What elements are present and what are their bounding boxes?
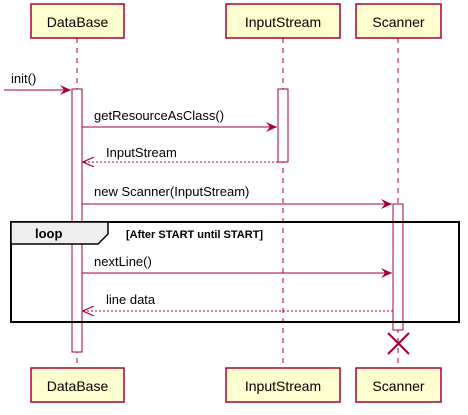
activation-database xyxy=(71,88,83,353)
participant-inputstream-top: InputStream xyxy=(225,3,341,39)
message-line-data: line data xyxy=(83,292,393,311)
loop-frame: loop [After START until START] xyxy=(10,221,460,323)
loop-guard: [After START until START] xyxy=(126,229,263,241)
message-new-scanner: new Scanner(InputStream) xyxy=(82,184,392,209)
message-get-resource-label: getResourceAsClass() xyxy=(94,108,224,123)
message-return-inputstream: InputStream xyxy=(83,145,278,162)
participant-database-top: DataBase xyxy=(30,3,125,39)
participant-scanner-top: Scanner xyxy=(355,3,442,39)
destroy-icon xyxy=(387,332,410,355)
loop-keyword: loop xyxy=(35,226,62,241)
participant-database-label: DataBase xyxy=(47,14,109,30)
activation-scanner xyxy=(392,203,404,331)
participant-database-label-bottom: DataBase xyxy=(47,378,109,394)
participant-scanner-label: Scanner xyxy=(372,14,424,30)
participant-scanner-bottom: Scanner xyxy=(355,367,442,403)
message-next-line: nextLine() xyxy=(82,254,392,278)
participant-database-bottom: DataBase xyxy=(30,367,125,403)
participant-inputstream-bottom: InputStream xyxy=(225,367,341,403)
participant-inputstream-label-bottom: InputStream xyxy=(245,378,321,394)
message-new-scanner-label: new Scanner(InputStream) xyxy=(94,184,249,199)
message-return-inputstream-label: InputStream xyxy=(106,145,177,160)
message-init-label: init() xyxy=(11,71,36,86)
participant-inputstream-label: InputStream xyxy=(245,14,321,30)
message-line-data-label: line data xyxy=(106,292,156,307)
message-next-line-label: nextLine() xyxy=(94,254,152,269)
participant-scanner-label-bottom: Scanner xyxy=(372,378,424,394)
activation-inputstream xyxy=(277,88,289,163)
message-get-resource: getResourceAsClass() xyxy=(82,108,277,132)
message-init: init() xyxy=(4,71,71,95)
